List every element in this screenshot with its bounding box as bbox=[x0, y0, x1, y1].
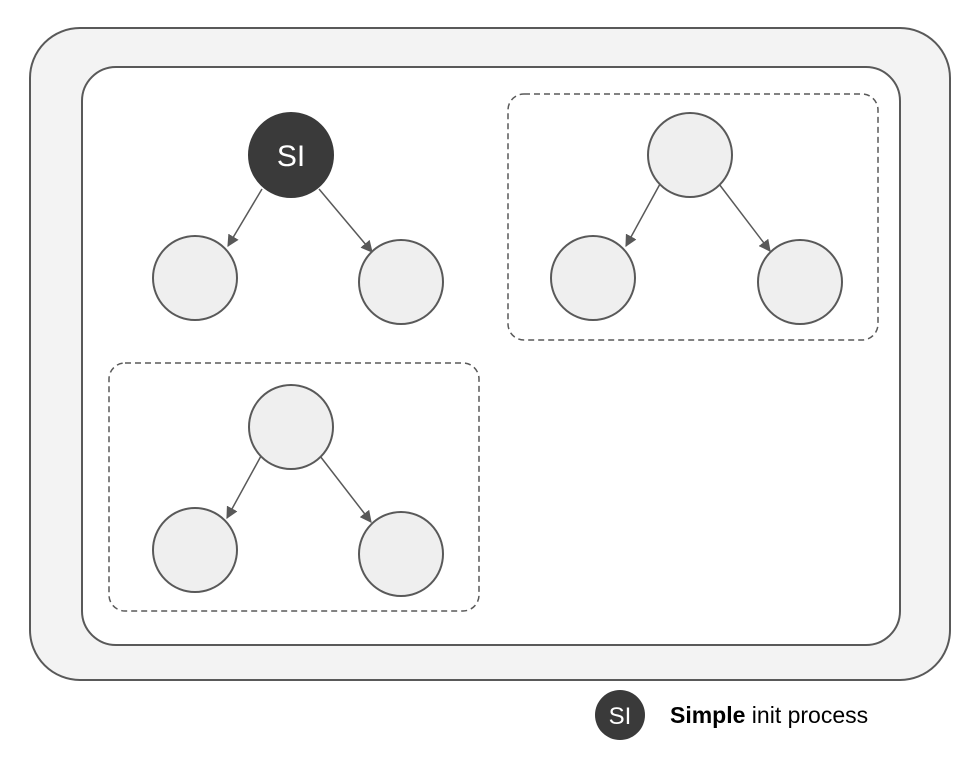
si-root-node-label: SI bbox=[277, 140, 305, 173]
namespace-group-top-right bbox=[507, 93, 879, 341]
process-tree-bottom-left bbox=[152, 384, 444, 597]
process-tree-si: SI bbox=[152, 112, 444, 325]
legend-label-rest: init process bbox=[745, 702, 868, 728]
child-process-node bbox=[152, 507, 238, 593]
namespace-group-bottom-left bbox=[108, 362, 480, 612]
legend-si-icon bbox=[595, 690, 645, 740]
legend-label: Simple init process bbox=[670, 702, 868, 728]
process-edge bbox=[625, 183, 661, 248]
edge-si-left bbox=[227, 188, 263, 248]
container-box bbox=[81, 66, 901, 646]
edge-si-right bbox=[318, 188, 373, 253]
process-edge bbox=[718, 183, 771, 252]
process-tree-top-right bbox=[550, 112, 843, 325]
child-process-node bbox=[358, 239, 444, 325]
legend-si-icon-label: SI bbox=[609, 703, 632, 730]
child-process-node bbox=[358, 511, 444, 597]
root-process-node bbox=[248, 384, 334, 470]
child-process-node bbox=[550, 235, 636, 321]
child-process-node bbox=[152, 235, 238, 321]
process-edge bbox=[319, 455, 372, 523]
si-root-node bbox=[248, 112, 334, 198]
legend-label-bold: Simple bbox=[670, 702, 745, 728]
process-edge bbox=[226, 455, 262, 520]
child-process-node bbox=[757, 239, 843, 325]
legend: SI Simple init process bbox=[595, 690, 868, 740]
root-process-node bbox=[647, 112, 733, 198]
